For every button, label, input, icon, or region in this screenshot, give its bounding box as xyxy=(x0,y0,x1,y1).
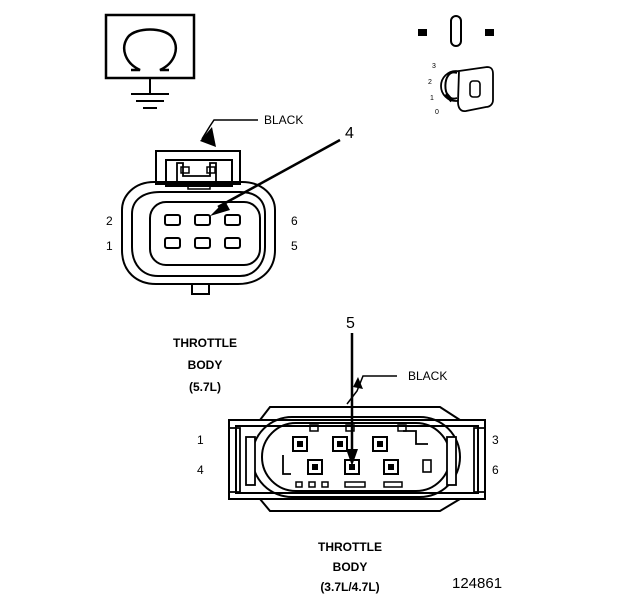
connector-bottom-title-line-3: (3.7L/4.7L) xyxy=(320,580,380,594)
connector-top-title-line-3: (5.7L) xyxy=(188,380,221,394)
connector-top-title-line-2: BODY xyxy=(187,358,223,372)
callout-4: 4 xyxy=(345,125,354,142)
pin-label-1: 1 xyxy=(106,239,113,253)
ignition-position-2: 2 xyxy=(428,79,432,86)
ignition-key-icon xyxy=(418,15,494,113)
wire-color-label-top: BLACK xyxy=(264,113,304,127)
connector-top-title: THROTTLE BODY (5.7L) xyxy=(160,332,250,398)
pin-label-5: 5 xyxy=(291,239,298,253)
wire-color-label-bottom: BLACK xyxy=(408,369,448,383)
figure-number: 124861 xyxy=(452,575,503,592)
ignition-position-3: 3 xyxy=(432,63,436,70)
pin-label-2: 2 xyxy=(106,214,113,228)
connector-bottom-title-line-2: BODY xyxy=(332,560,368,574)
pin-label-6: 6 xyxy=(291,214,298,228)
pin-label-bottom-6: 6 xyxy=(492,463,499,477)
connector-bottom xyxy=(228,333,486,512)
connector-bottom-title: THROTTLE BODY (3.7L/4.7L) xyxy=(300,537,400,597)
pin-label-bottom-3: 3 xyxy=(492,433,499,447)
pin-label-bottom-4: 4 xyxy=(197,463,204,477)
ohmmeter-icon xyxy=(104,13,196,109)
ignition-position-1: 1 xyxy=(430,95,434,102)
connector-top xyxy=(121,119,341,295)
ignition-position-0: 0 xyxy=(435,109,439,116)
pin-label-bottom-1: 1 xyxy=(197,433,204,447)
connector-bottom-title-line-1: THROTTLE xyxy=(318,540,382,554)
connector-top-title-line-1: THROTTLE xyxy=(173,336,237,350)
callout-5: 5 xyxy=(346,315,355,332)
